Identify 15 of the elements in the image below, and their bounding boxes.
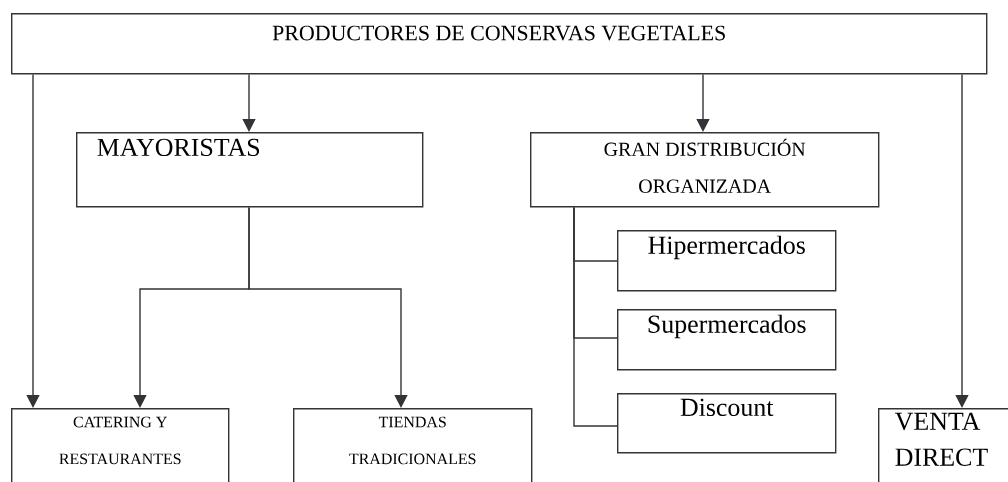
node-box: Discount [617, 393, 837, 454]
connector [248, 206, 408, 408]
connector [26, 73, 40, 408]
node-box: MAYORISTAS [76, 132, 424, 208]
connector [242, 73, 256, 132]
node-box: GRAN DISTRIBUCIÓN ORGANIZADA [530, 132, 880, 208]
node-box: CATERING Y RESTAURANTES [11, 408, 230, 482]
node-box: PRODUCTORES DE CONSERVAS VEGETALES [11, 13, 988, 75]
connector [955, 73, 969, 408]
connector [573, 206, 618, 427]
node-box: Hipermercados [617, 230, 837, 292]
connector [696, 73, 710, 132]
node-box: TIENDAS TRADICIONALES [293, 408, 533, 482]
node-box: VENTA DIRECT [878, 408, 1008, 482]
node-box: Supermercados [617, 309, 837, 371]
